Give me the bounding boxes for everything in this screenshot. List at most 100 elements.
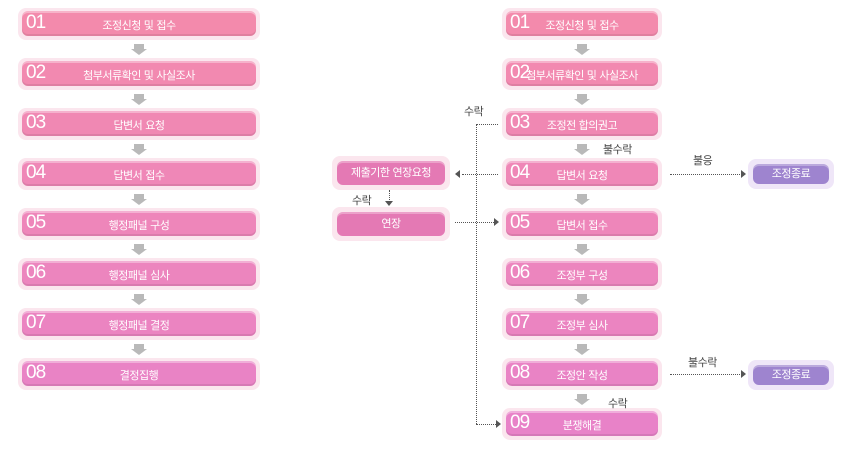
arrow-to-05 [494,218,499,226]
step-label: 행정패널 결정 [108,319,170,332]
step-number: 04 [510,162,530,183]
connector-03-line [476,124,498,125]
step-box: 06 행정패널 심사 [22,261,256,286]
step-box: 08 조정안 작성 [506,361,658,386]
step-03: 03 조정전 합의권고 [502,108,662,140]
step-label: 조정신청 및 접수 [545,19,619,32]
step-number: 01 [510,12,530,33]
step-box: 05 답변서 접수 [506,211,658,236]
step-box: 03 답변서 요청 [22,111,256,136]
connector-ext-to-05 [455,222,494,223]
step-box: 01 조정신청 및 접수 [506,11,658,36]
step-label: 답변서 요청 [556,169,608,182]
step-number: 08 [510,362,530,383]
connector-04-to-end [670,174,742,175]
down-arrow-icon [131,144,147,156]
connector-08-to-end [670,374,742,375]
down-arrow-icon [574,394,590,406]
step-label: 답변서 요청 [113,119,165,132]
step-01: 01 조정신청 및 접수 [18,8,260,40]
step-number: 02 [510,62,530,83]
step-06: 06 조정부 구성 [502,258,662,290]
note-accept-08: 수락 [608,397,628,410]
step-box: 05 행정패널 구성 [22,211,256,236]
step-label: 조정신청 및 접수 [102,19,176,32]
step-number: 04 [26,162,46,183]
step-label: 조정부 심사 [556,319,608,332]
end-label-2: 조정종료 [753,365,829,385]
step-number: 05 [510,212,530,233]
step-box: 04 답변서 요청 [506,161,658,186]
step-07: 07 조정부 심사 [502,308,662,340]
step-07: 07 행정패널 결정 [18,308,260,340]
step-03: 03 답변서 요청 [18,108,260,140]
down-arrow-icon [574,44,590,56]
step-number: 09 [510,412,530,433]
step-number: 07 [510,312,530,333]
connector-04-to-ext [462,174,498,175]
step-label: 답변서 접수 [556,219,608,232]
down-arrow-icon [131,44,147,56]
step-number: 06 [26,262,46,283]
step-box: 01 조정신청 및 접수 [22,11,256,36]
arrow-to-ext-request [455,170,460,178]
step-label: 결정집행 [119,369,159,382]
down-arrow-icon [131,94,147,106]
connector-vertical [476,124,477,424]
step-number: 07 [26,312,46,333]
step-02: 02 첨부서류확인 및 사실조사 [18,58,260,90]
note-reject-08: 불수락 [688,356,717,369]
step-number: 06 [510,262,530,283]
step-number: 08 [26,362,46,383]
down-arrow-icon [131,294,147,306]
arrow-to-ext [385,201,393,206]
down-arrow-icon [574,294,590,306]
step-number: 03 [26,112,46,133]
arrow-to-end-2 [741,370,746,378]
arrow-to-09 [496,420,501,428]
step-06: 06 행정패널 심사 [18,258,260,290]
down-arrow-icon [131,344,147,356]
note-reject-03: 불수락 [603,143,632,156]
end-label-1: 조정종료 [753,164,829,184]
note-accept-ext: 수락 [352,194,372,207]
extension-label: 연장 [337,212,445,236]
step-box: 07 행정패널 결정 [22,311,256,336]
extension-request-box: 제출기한 연장요청 [332,156,450,190]
step-label: 조정안 작성 [556,369,608,382]
step-number: 02 [26,62,46,83]
step-box: 07 조정부 심사 [506,311,658,336]
step-label: 행정패널 심사 [108,269,170,282]
step-04: 04 답변서 요청 [502,158,662,190]
step-box: 03 조정전 합의권고 [506,111,658,136]
step-label: 조정전 합의권고 [546,119,618,132]
arrow-to-end-1 [741,170,746,178]
extension-box: 연장 [332,207,450,241]
down-arrow-icon [131,244,147,256]
step-01: 01 조정신청 및 접수 [502,8,662,40]
step-box: 08 결정집행 [22,361,256,386]
step-label: 답변서 접수 [113,169,165,182]
step-box: 02 첨부서류확인 및 사실조사 [22,61,256,86]
step-05: 05 행정패널 구성 [18,208,260,240]
step-08: 08 조정안 작성 [502,358,662,390]
end-box-1: 조정종료 [748,159,834,189]
step-number: 05 [26,212,46,233]
step-label: 첨부서류확인 및 사실조사 [526,69,638,82]
step-box: 06 조정부 구성 [506,261,658,286]
step-number: 01 [26,12,46,33]
step-label: 행정패널 구성 [108,219,170,232]
step-label: 첨부서류확인 및 사실조사 [83,69,195,82]
step-number: 03 [510,112,530,133]
down-arrow-icon [131,194,147,206]
end-box-2: 조정종료 [748,360,834,390]
step-09: 09 분쟁해결 [502,408,662,440]
step-box: 09 분쟁해결 [506,411,658,436]
step-label: 조정부 구성 [556,269,608,282]
step-04: 04 답변서 접수 [18,158,260,190]
down-arrow-icon [574,344,590,356]
step-label: 분쟁해결 [562,419,602,432]
step-05: 05 답변서 접수 [502,208,662,240]
